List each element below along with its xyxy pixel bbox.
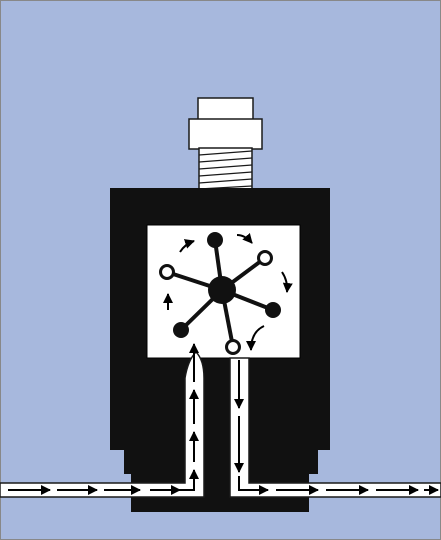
- rotor-port-open: [257, 250, 273, 266]
- inlet-corner-arrow: [180, 469, 199, 491]
- threaded-stem: [198, 147, 253, 191]
- rotation-arrow: [236, 232, 253, 244]
- six-arm-rotor: [159, 232, 281, 355]
- rotor-port-open: [225, 339, 241, 355]
- rotor-port-filled: [265, 302, 281, 318]
- outlet-pipe: [229, 357, 441, 498]
- rotor-port-filled: [173, 322, 189, 338]
- inlet-pipe: [0, 343, 205, 498]
- rotor-port-filled: [207, 232, 223, 248]
- knob: [188, 97, 263, 150]
- outlet-corner-arrow: [238, 476, 269, 495]
- rotor-port-open: [159, 264, 175, 280]
- rotation-arrow: [281, 271, 293, 293]
- rotation-arrow: [246, 325, 265, 351]
- rotation-arrows: [163, 232, 293, 351]
- rotor-hub: [208, 276, 236, 304]
- rotation-arrow: [179, 239, 195, 253]
